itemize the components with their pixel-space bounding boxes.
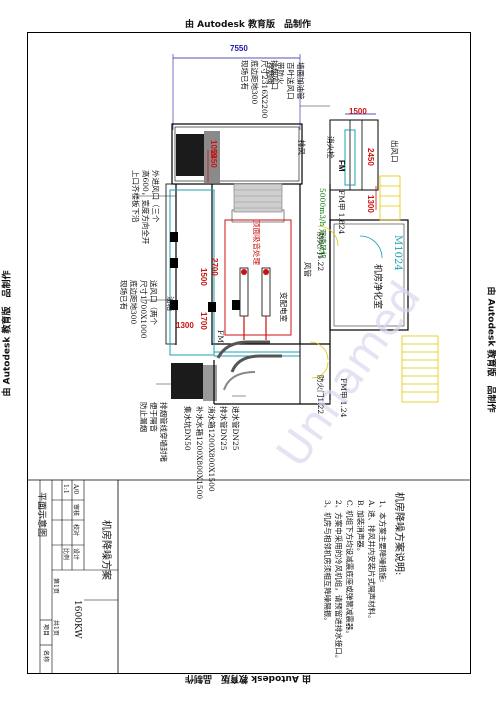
- title-cell-total: 共1页: [52, 620, 59, 636]
- title-cell-r1: 审核: [72, 504, 79, 517]
- title-model: 1600KW: [72, 600, 82, 639]
- label-room-name: 机房净化室: [372, 264, 382, 310]
- label-m-door-2: 防火门1.22: [316, 375, 325, 415]
- title-drawing-name: 平面示意图: [36, 492, 46, 538]
- label-pipes: 排烟管线穿墙封堵 便于隔音 防止漏烟: [139, 402, 168, 462]
- label-outlet-top: 出风口: [390, 140, 399, 163]
- dim-1500: 1500: [349, 107, 367, 116]
- title-cell-sheet: 第1页: [52, 578, 59, 594]
- title-cell-scale-label: 比例: [62, 548, 69, 561]
- label-m-door-1: 防火门1.22: [316, 232, 325, 272]
- dim-1300-top: 1300: [366, 195, 375, 213]
- watermark-top: 由 Autodesk 教育版 品制作: [184, 20, 311, 30]
- title-cell-r2: 校对: [72, 524, 79, 537]
- note-item: 1、本方案主要降噪措施:: [378, 500, 387, 583]
- title-cell-name-label: 名称: [42, 650, 49, 663]
- title-cell-version: A/0: [72, 484, 79, 495]
- note-item: A. 进、排风井内安装片式隔声材料。: [367, 500, 376, 623]
- title-cell-proj-label: 项目: [42, 624, 49, 637]
- label-fm-small: FM: [216, 330, 225, 343]
- notes-body: 1、本方案主要降噪措施: A. 进、排风井内安装片式隔声材料。 B. 加装消声器…: [322, 500, 388, 662]
- dim-1500b: 1500: [199, 268, 208, 286]
- note-item: 3、机房与相邻机房须相互降噪隔振。: [323, 500, 332, 625]
- drawing-sheet: [27, 32, 471, 674]
- label-tank-2: 补水水箱1200X800X1500: [195, 406, 204, 500]
- dim-1300-bottom: 1300: [176, 321, 194, 330]
- dim-7550: 7550: [230, 44, 248, 53]
- label-tank-1: 消水箱1200X800X1500: [207, 406, 216, 492]
- label-pipe-in: 进水管DN25: [231, 406, 240, 451]
- diagonal-watermark: Unnamed: [267, 273, 431, 477]
- dim-2700: 2700: [210, 258, 219, 276]
- label-pipe-out: 排水管DN25: [219, 406, 228, 451]
- title-project: 机房降噪方案: [100, 520, 111, 580]
- label-m1024: M1024: [392, 235, 403, 271]
- label-tank-3: 集水坑DN50: [183, 406, 192, 451]
- dim-2450-right: 2450: [366, 148, 375, 166]
- label-fm-top: FM: [337, 160, 346, 172]
- note-item: B. 加装消声器。: [356, 500, 365, 556]
- dim-1050: 1050: [209, 140, 218, 158]
- notes-title: 机房降噪方案说明:: [393, 492, 404, 576]
- label-air-outlet: 外进风口（三个 高600，宽度方向全开 上口齐楼板下沿: [131, 170, 160, 245]
- dim-1700: 1700: [199, 312, 208, 330]
- title-cell-scale: 1:1: [62, 484, 69, 494]
- note-item: C. 机组下方均设减震底座或弹簧减震器。: [345, 500, 354, 638]
- label-outlet-top-2: 消火栓: [326, 136, 335, 159]
- label-room-ground: 顶面吸音处理: [252, 220, 261, 265]
- label-vent-top: 排烟风口 尺寸2316X2200 底边距地300 现场已有: [240, 60, 279, 119]
- label-right-small-1: 变配电室: [279, 292, 288, 322]
- label-outlet-top-3: 排风: [297, 140, 306, 155]
- label-right-small-2: 油箱: [166, 296, 175, 311]
- note-item: 2、方案中采用的冷风机组，请预留进排水接口。: [334, 500, 343, 663]
- label-fm-bottom: FM甲 1.24: [339, 378, 348, 418]
- label-m-door-1b: 风管: [303, 262, 312, 277]
- label-fresh-vent: 送风口（两个 尺寸1700X1000 底边距地300 现场已有: [119, 280, 158, 339]
- title-cell-r3: 设计: [72, 548, 79, 561]
- label-fm-mid: FM甲 1.824: [337, 190, 346, 235]
